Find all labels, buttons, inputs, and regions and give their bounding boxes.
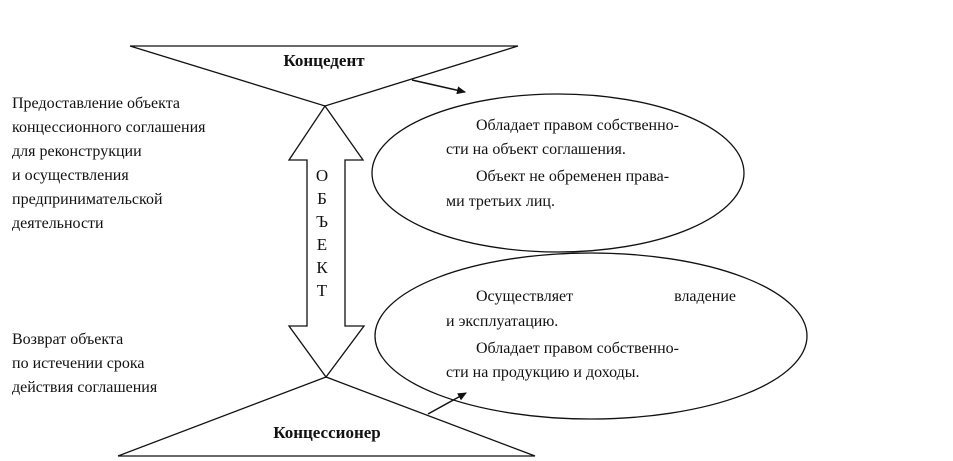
concessionaire-triangle	[117, 376, 536, 457]
text-line: Обладает правом собственно-	[476, 340, 679, 357]
text-line: ми третьих лиц.	[446, 193, 555, 210]
concessionaire-rights-ellipse	[374, 252, 808, 420]
text-line: Возврат объекта	[12, 331, 124, 348]
concedent-connector-arrow	[411, 79, 466, 95]
concedent-rights-ellipse	[371, 93, 745, 253]
text-line: Объект не обременен права-	[476, 168, 670, 185]
concedent-triangle	[129, 45, 519, 107]
object-double-arrow	[287, 104, 366, 379]
text-word: владение	[674, 288, 736, 305]
object-letter: К	[316, 258, 328, 277]
text-line: для реконструкции	[12, 143, 142, 160]
text-line: и эксплуатацию.	[446, 313, 559, 330]
text-word: Осуществляет	[476, 288, 574, 305]
text-line: предпринимательской	[12, 191, 163, 208]
object-transfer-description: Предоставление объекта концессионного со…	[12, 92, 205, 236]
concessionaire-connector-arrow	[427, 392, 467, 415]
text-line: деятельности	[12, 215, 104, 232]
text-line: концессионного соглашения	[12, 119, 206, 136]
text-line: Осуществляет владение	[476, 285, 736, 309]
text-line: и осуществления	[12, 167, 129, 184]
object-letter: Е	[316, 235, 328, 254]
text-line: действия соглашения	[12, 379, 158, 396]
text-line: по истечении срока	[12, 355, 145, 372]
concessionaire-title: Концессионер	[273, 423, 381, 442]
object-letter: Ъ	[315, 212, 328, 231]
object-letter: О	[315, 166, 329, 185]
object-return-description: Возврат объекта по истечении срока дейст…	[12, 328, 157, 400]
object-letter: Б	[317, 189, 327, 208]
text-line: сти на продукцию и доходы.	[446, 364, 640, 381]
concedent-title: Концедент	[283, 51, 365, 70]
text-line: Обладает правом собственно-	[476, 117, 679, 134]
text-line: сти на объект соглашения.	[446, 141, 626, 158]
text-line: Предоставление объекта	[12, 95, 180, 112]
object-letter: Т	[316, 281, 328, 300]
